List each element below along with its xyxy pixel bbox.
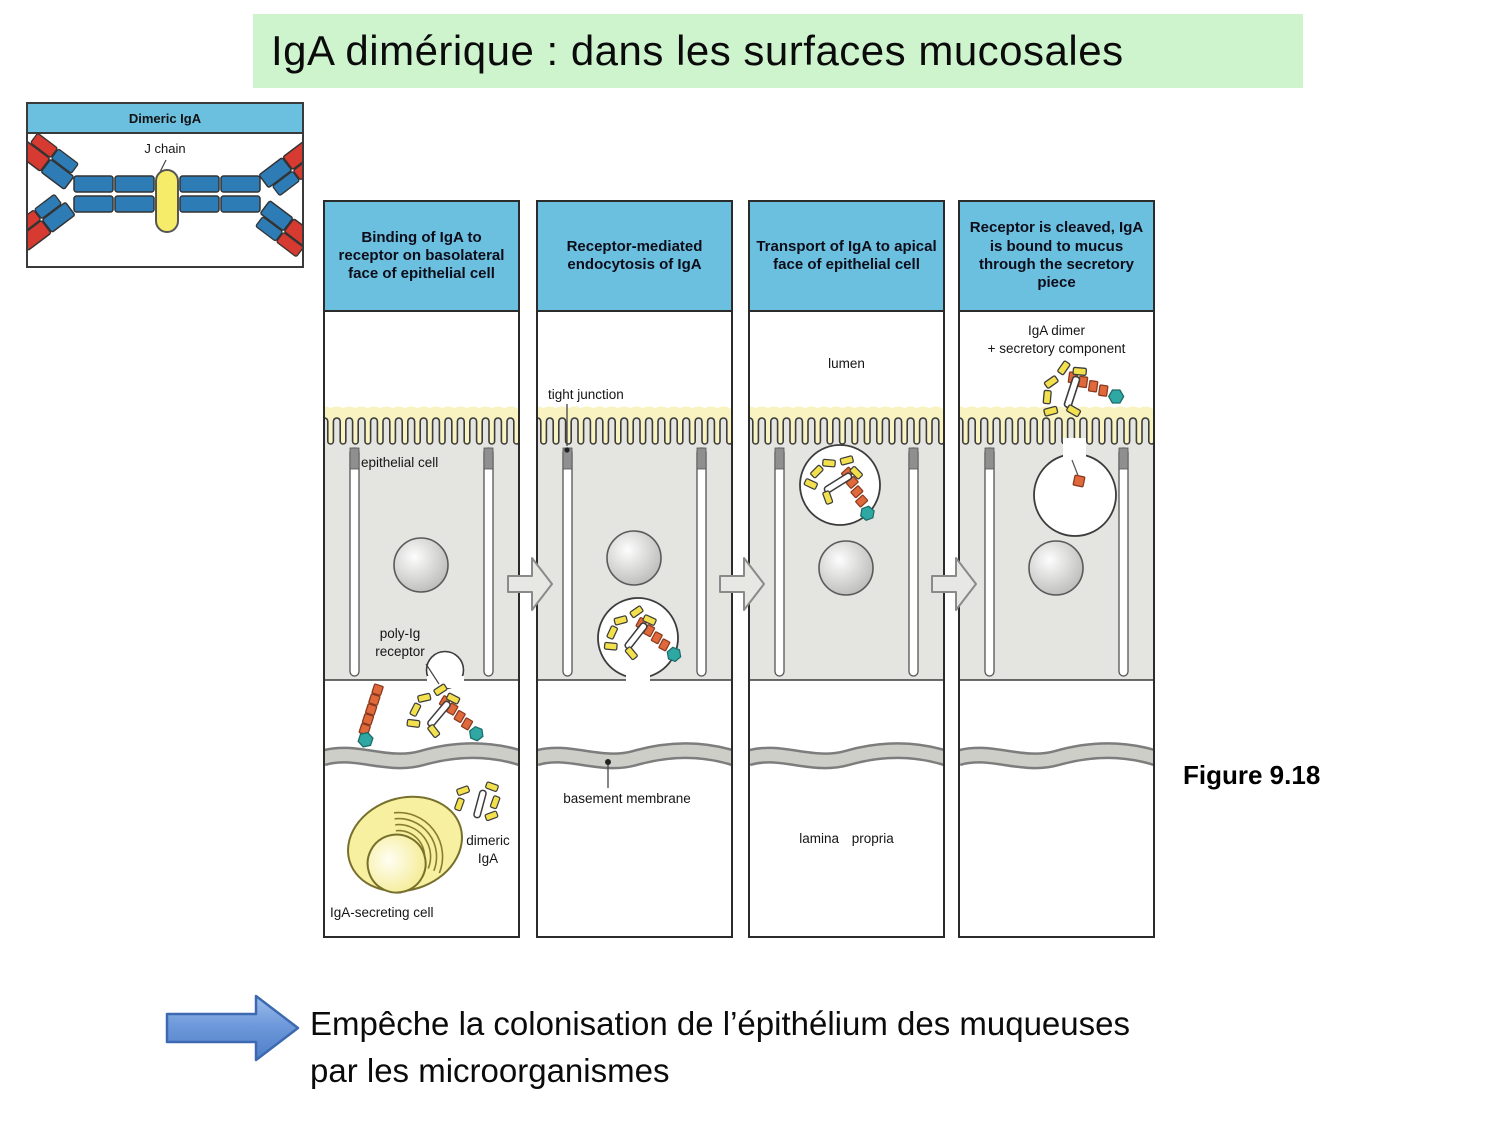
basement-membrane-label: basement membrane	[563, 791, 691, 806]
slide-title: IgA dimérique : dans les surfaces mucosa…	[253, 14, 1303, 88]
tight-junction-label: tight junction	[548, 387, 624, 402]
cell-junction	[774, 447, 785, 677]
poly-ig-pointer-line	[425, 663, 440, 685]
panel-endocytosis: Receptor-mediated endocytosis of IgA tig…	[536, 200, 733, 938]
panel-1-drawing	[325, 406, 518, 894]
panel-3-body: lumen lamina propria	[750, 312, 943, 936]
tight-junction	[349, 447, 360, 470]
panel-2-body: tight junction basement membrane	[538, 312, 731, 936]
tight-junction	[1118, 447, 1129, 470]
panel-2-header: Receptor-mediated endocytosis of IgA	[538, 202, 731, 312]
heavy-chain-domain	[179, 195, 220, 213]
cell-junction	[562, 447, 573, 677]
panel-3-drawing	[750, 406, 943, 770]
step-arrow-1	[507, 557, 553, 611]
inset-body: J chain	[13, 133, 321, 266]
heavy-chain-domain	[73, 175, 114, 193]
heavy-chain-domain	[114, 175, 155, 193]
step-arrow-2	[719, 557, 765, 611]
nucleus	[606, 530, 662, 586]
iga-receptor-complex	[803, 455, 875, 521]
footer-line-1: Empêche la colonisation de l’épithélium …	[310, 1005, 1130, 1042]
tight-junction	[774, 447, 785, 470]
panel-4-drawing	[960, 360, 1153, 770]
footer-line-2: par les microorganismes	[310, 1052, 670, 1089]
heavy-chain-domain	[220, 195, 261, 213]
nucleus	[1028, 540, 1084, 596]
j-chain	[155, 169, 179, 233]
heavy-chain-domain	[114, 195, 155, 213]
panel-transport: Transport of IgA to apical face of epith…	[748, 200, 945, 938]
cell-junction	[1118, 447, 1129, 677]
tight-junction	[483, 447, 494, 470]
nucleus	[393, 537, 449, 593]
panel-2-drawing	[538, 404, 731, 788]
cell-junction	[984, 447, 995, 677]
dimeric-iga-label: dimeric IgA	[466, 833, 510, 866]
poly-ig-receptor	[357, 683, 384, 748]
iga-receptor-complex	[406, 683, 484, 742]
footer-arrow-icon	[165, 994, 300, 1062]
panel-4-header: Receptor is cleaved, IgA is bound to muc…	[960, 202, 1153, 312]
dimeric-iga-inset: Dimeric IgA J chain	[13, 102, 321, 268]
iga-secreting-cell-label: IgA-secreting cell	[330, 905, 434, 920]
iga-dimer-sc-label: IgA dimer + secretory component	[987, 323, 1126, 356]
iga-secreting-cell	[347, 795, 463, 894]
footer-text: Empêche la colonisation de l’épithélium …	[310, 1000, 1130, 1094]
panel-3-header: Transport of IgA to apical face of epith…	[750, 202, 943, 312]
cell-junction	[696, 447, 707, 677]
tight-junction	[696, 447, 707, 470]
heavy-chain-domain	[179, 175, 220, 193]
panel-1-body: epithelial cell poly-Ig receptor dimeric…	[325, 312, 518, 936]
nucleus	[818, 540, 874, 596]
secreted-iga-with-sc	[1042, 360, 1125, 418]
lamina-propria-label: lamina propria	[799, 831, 894, 846]
j-chain-label: J chain	[144, 141, 186, 156]
step-arrow-3	[931, 557, 977, 611]
inset-header: Dimeric IgA	[28, 104, 302, 134]
heavy-chain-domain	[220, 175, 261, 193]
iga-receptor-complex	[603, 605, 682, 663]
epithelial-cell-label: epithelial cell	[361, 455, 439, 470]
tight-junction	[908, 447, 919, 470]
panel-4-body: IgA dimer + secretory component	[960, 312, 1153, 936]
panel-1-header: Binding of IgA to receptor on basolatera…	[325, 202, 518, 312]
tight-junction	[984, 447, 995, 470]
antibody-arm	[17, 133, 79, 190]
figure-caption: Figure 9.18	[1183, 760, 1321, 790]
panel-cleavage: Receptor is cleaved, IgA is bound to muc…	[958, 200, 1155, 938]
free-dimeric-iga	[454, 781, 501, 822]
cleaved-receptor-fragment	[1072, 474, 1086, 488]
poly-ig-receptor-label: poly-Ig receptor	[375, 626, 425, 659]
heavy-chain-domain	[73, 195, 114, 213]
antibody-arm	[13, 194, 75, 251]
panel-binding: Binding of IgA to receptor on basolatera…	[323, 200, 520, 938]
cell-junction	[483, 447, 494, 677]
cell-junction	[908, 447, 919, 677]
lumen-label: lumen	[828, 356, 865, 371]
